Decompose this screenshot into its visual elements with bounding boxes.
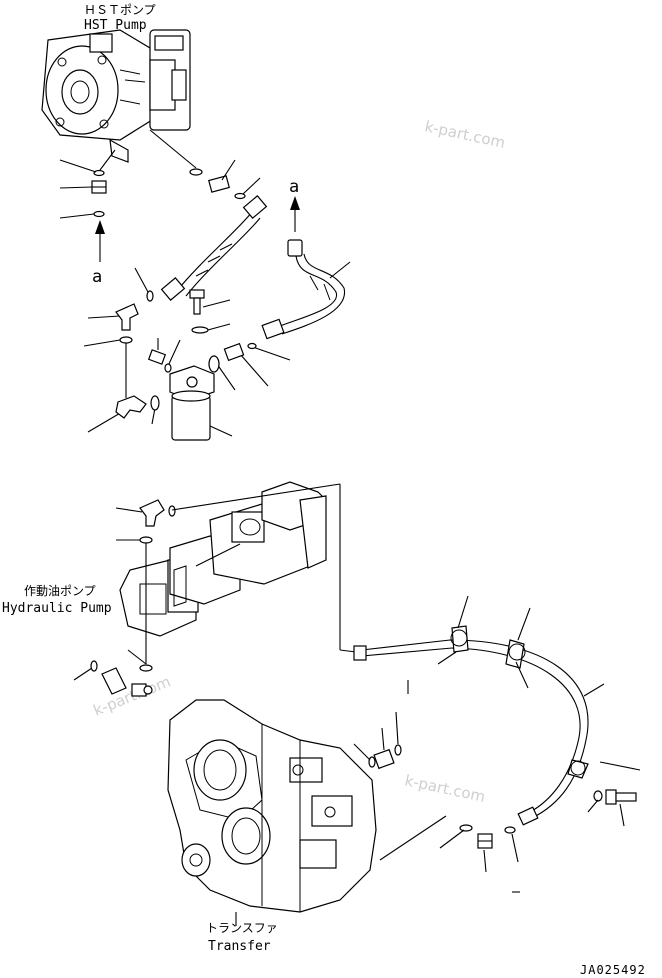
bolt-filter bbox=[189, 289, 205, 315]
transfer-label-en: Transfer bbox=[208, 939, 271, 954]
o-ring-elbow-1 bbox=[119, 336, 133, 344]
elbow-fitting-2 bbox=[115, 395, 147, 419]
bolt-clamp bbox=[605, 789, 637, 805]
fitting-small-1 bbox=[147, 349, 167, 365]
view-mark-a-right: a bbox=[289, 177, 299, 197]
fitting-hst-1 bbox=[91, 180, 107, 194]
fitting-filter-1 bbox=[223, 342, 245, 362]
hose-upper-1 bbox=[160, 195, 268, 301]
o-ring-filter-2 bbox=[208, 355, 220, 373]
pipe-adapter bbox=[101, 667, 127, 695]
hydraulic-pump bbox=[119, 481, 327, 637]
o-ring-pump-3 bbox=[139, 664, 153, 672]
leader-lines-mid bbox=[73, 483, 357, 681]
fitting-transfer-1 bbox=[373, 748, 395, 770]
o-ring-transfer-3 bbox=[394, 744, 402, 756]
o-ring-hst-1 bbox=[93, 169, 105, 177]
clamp-2 bbox=[508, 643, 526, 661]
o-ring-pump-1 bbox=[168, 505, 176, 517]
elbow-fitting-1 bbox=[115, 303, 139, 331]
leader-lines-top bbox=[59, 159, 351, 437]
o-ring-hose-1 bbox=[146, 290, 154, 302]
view-mark-a-left: a bbox=[92, 267, 102, 287]
o-ring-transfer-4 bbox=[459, 824, 473, 832]
washer-filter-1 bbox=[191, 326, 209, 334]
hst-pump-label-jp: ＨＳＴポンプ bbox=[84, 3, 156, 17]
o-ring-elbow-2 bbox=[150, 395, 160, 411]
connector-small bbox=[131, 683, 153, 697]
hose-long bbox=[353, 625, 589, 826]
o-ring-hst-2 bbox=[93, 210, 105, 218]
watermark-1: k-part.com bbox=[423, 117, 507, 152]
o-ring-filter-1 bbox=[247, 342, 257, 350]
elbow-fitting-3 bbox=[139, 499, 165, 527]
o-ring-hst-4 bbox=[234, 192, 246, 200]
washer-clamp bbox=[593, 790, 603, 802]
transfer-label-jp: トランスファ bbox=[206, 921, 278, 935]
hst-pump bbox=[41, 29, 191, 163]
o-ring-transfer-2 bbox=[368, 756, 376, 768]
hose-upper-2 bbox=[261, 239, 345, 340]
leader-lines-bottom bbox=[353, 595, 641, 893]
o-ring-hst-3 bbox=[189, 168, 203, 176]
hydraulic-pump-label-en: Hydraulic Pump bbox=[2, 601, 112, 616]
view-arrow-left bbox=[95, 220, 105, 262]
o-ring-transfer-5 bbox=[504, 826, 516, 834]
watermark-3: k-part.com bbox=[403, 771, 487, 806]
hst-pump-label-en: HST Pump bbox=[84, 18, 147, 33]
transfer-case bbox=[167, 699, 377, 913]
fitting-transfer-2 bbox=[477, 833, 493, 849]
clamp-3 bbox=[570, 760, 586, 776]
o-ring-pump-2 bbox=[139, 536, 153, 544]
drawing-code: JA025492 bbox=[580, 963, 646, 977]
o-ring-small-1 bbox=[164, 363, 172, 373]
view-arrow-right bbox=[290, 196, 300, 232]
hydraulic-pump-label-jp: 作動油ポンプ bbox=[24, 584, 96, 598]
oil-filter bbox=[169, 365, 215, 441]
o-ring-transfer-1 bbox=[90, 660, 98, 672]
clamp-1 bbox=[450, 629, 468, 647]
fitting-hst-2 bbox=[208, 175, 230, 193]
